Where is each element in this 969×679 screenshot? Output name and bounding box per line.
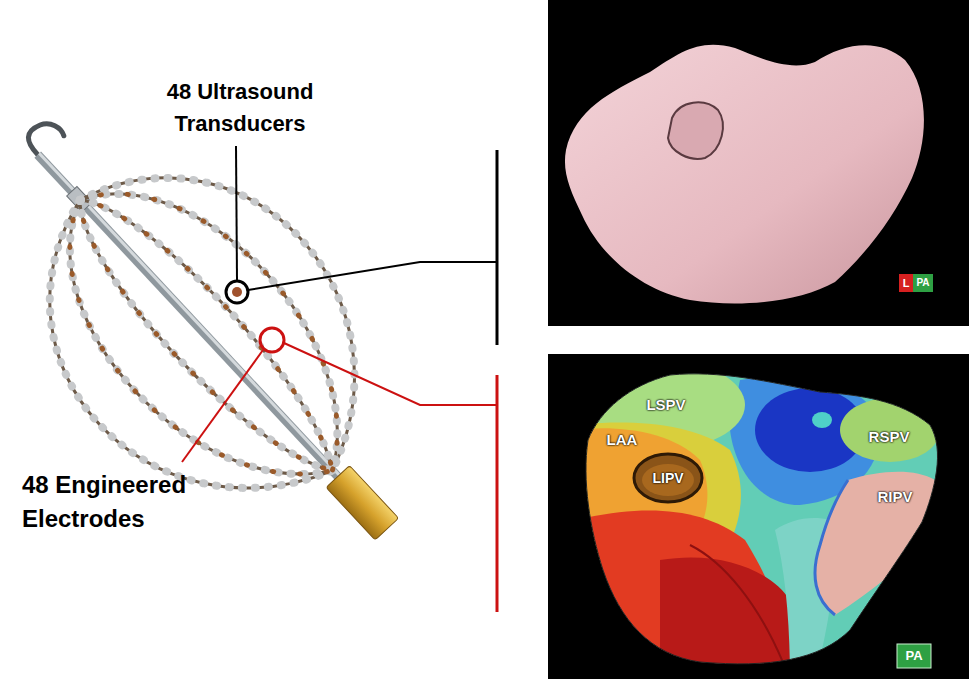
- callout-label: 48 Ultrasound Transducers: [115, 76, 365, 140]
- orientation-letter: L: [899, 276, 913, 290]
- orientation-letter: PA: [897, 648, 931, 664]
- map-outline: [586, 374, 938, 664]
- vein-label: RIPV: [870, 488, 920, 506]
- leader-line: [182, 350, 263, 462]
- leader-line: [248, 262, 497, 290]
- callout-circle: [226, 281, 248, 303]
- orientation-badge: [897, 644, 931, 668]
- image-panel: [548, 0, 969, 326]
- callout-circle: [260, 328, 284, 352]
- bracket: [496, 375, 499, 612]
- basket-catheter: [0, 47, 486, 624]
- callout-label: 48 Engineered Electrodes: [22, 468, 252, 536]
- vein-label: LAA: [600, 431, 644, 449]
- vein-ostium: [642, 464, 694, 496]
- vein-label: LIPV: [644, 469, 692, 487]
- vein-ostium: [634, 454, 702, 502]
- leader-line: [284, 343, 497, 405]
- activation-map: [570, 360, 950, 679]
- vein-label: RSPV: [862, 428, 916, 446]
- orientation-letter: PA: [913, 276, 933, 290]
- orientation-cube: [913, 274, 933, 292]
- leader-line: [236, 146, 237, 280]
- bracket: [496, 150, 499, 345]
- image-panel: [548, 354, 969, 679]
- transducer-dot: [232, 287, 242, 297]
- vein-ostium: [668, 102, 723, 158]
- orientation-cube: [899, 274, 913, 292]
- atrium-shell: [565, 45, 924, 304]
- vein-label: LSPV: [640, 396, 692, 414]
